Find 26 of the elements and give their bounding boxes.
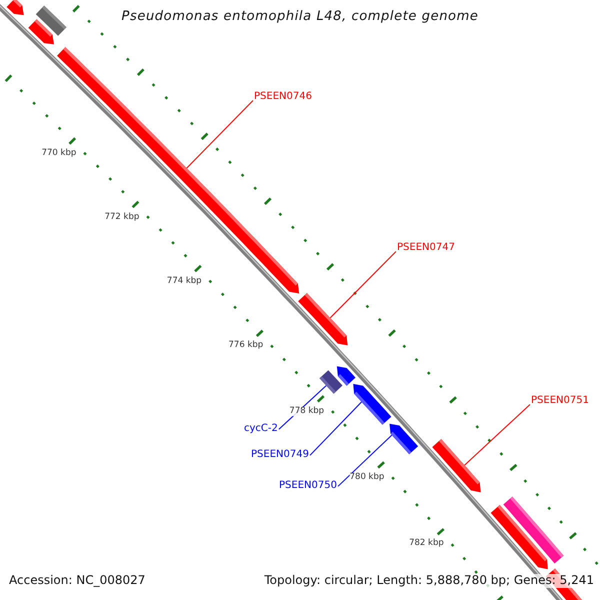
genome-summary-text: Topology: circular; Length: 5,888,780 bp; Genes: 5,241	[264, 574, 594, 588]
accession-text: Accession: NC_008027	[9, 574, 146, 588]
leader-line	[310, 401, 362, 456]
leader-line	[464, 404, 530, 466]
scale-label: 776 kbp	[228, 342, 264, 352]
gene-label: PSEEN0750	[279, 480, 337, 492]
scale-label: 772 kbp	[104, 212, 140, 223]
gene-block	[353, 384, 392, 425]
leader-line	[186, 100, 254, 169]
leader-line	[338, 434, 392, 487]
gene-label: PSEEN0746	[254, 91, 312, 102]
scale-label: 782 kbp	[409, 539, 444, 550]
scale-label: 770 kbp	[42, 150, 76, 160]
scale-label: 774 kbp	[166, 276, 202, 287]
gene-block	[432, 439, 481, 492]
gene-label: PSEEN0747	[397, 242, 455, 254]
leader-line	[330, 251, 396, 318]
gene-label: cycC-2	[244, 423, 278, 434]
scale-label: 780 kbp	[350, 472, 384, 483]
scale-label: 778 kbp	[289, 406, 324, 417]
diagram-title: Pseudomonas entomophila L48, complete genome	[122, 10, 478, 25]
gene-label: PSEEN0749	[251, 449, 309, 460]
gene-label: PSEEN0751	[531, 395, 589, 406]
gene-block	[298, 293, 348, 346]
gene-box	[320, 370, 342, 394]
gene-block	[390, 424, 418, 454]
